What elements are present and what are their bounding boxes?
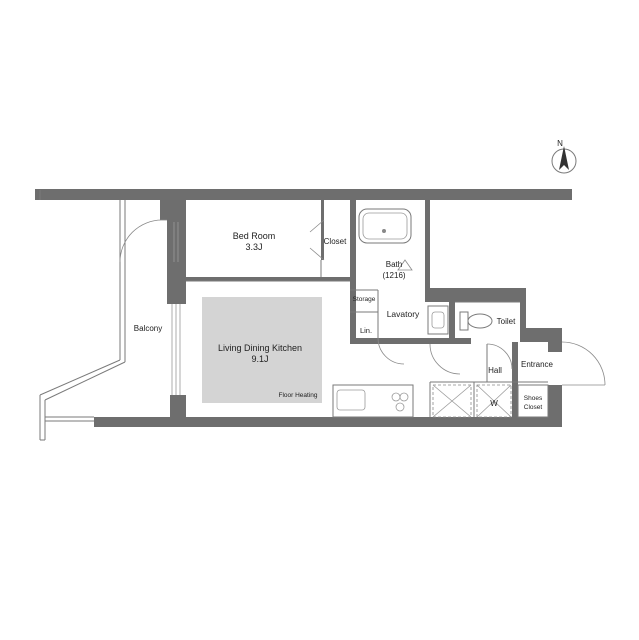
washbasin <box>427 305 449 335</box>
shoes-closet-box <box>517 384 549 418</box>
lavatory-label: Lavatory <box>387 309 420 319</box>
floor-heating-label: Floor Heating <box>278 392 317 399</box>
hall-label: Hall <box>488 366 502 375</box>
balcony-label: Balcony <box>134 324 162 333</box>
doors <box>119 219 606 386</box>
entrance-label: Entrance <box>521 360 554 369</box>
shoes-closet-label-2: Closet <box>524 404 543 411</box>
closet-label: Closet <box>324 237 347 246</box>
bathtub <box>358 208 412 244</box>
partitions <box>186 260 548 417</box>
kitchen-counter <box>332 384 414 418</box>
ldk-label: Living Dining Kitchen <box>218 343 302 353</box>
appliance-spaces <box>432 384 512 418</box>
linen-label: Lin. <box>360 326 372 335</box>
compass-north-label: N <box>557 139 563 148</box>
toilet-fixture <box>459 311 493 331</box>
balcony-outline <box>39 190 126 441</box>
bedroom-size: 3.3J <box>245 242 262 252</box>
shoes-closet-label-1: Shoes <box>524 395 543 402</box>
toilet-label: Toilet <box>497 317 516 326</box>
bath-size: (1216) <box>382 271 405 280</box>
bath-label: Bath <box>386 260 402 269</box>
room-labels: Bed Room 3.3J Closet Bath (1216) Storage… <box>134 231 554 411</box>
storage-label: Storage <box>353 296 376 303</box>
washer-label: W <box>490 399 498 408</box>
ldk-size: 9.1J <box>251 354 268 364</box>
bedroom-label: Bed Room <box>233 231 276 241</box>
north-compass: N <box>551 139 577 174</box>
windows <box>171 222 181 395</box>
walls <box>35 189 572 427</box>
floor-heating-area <box>202 297 322 403</box>
